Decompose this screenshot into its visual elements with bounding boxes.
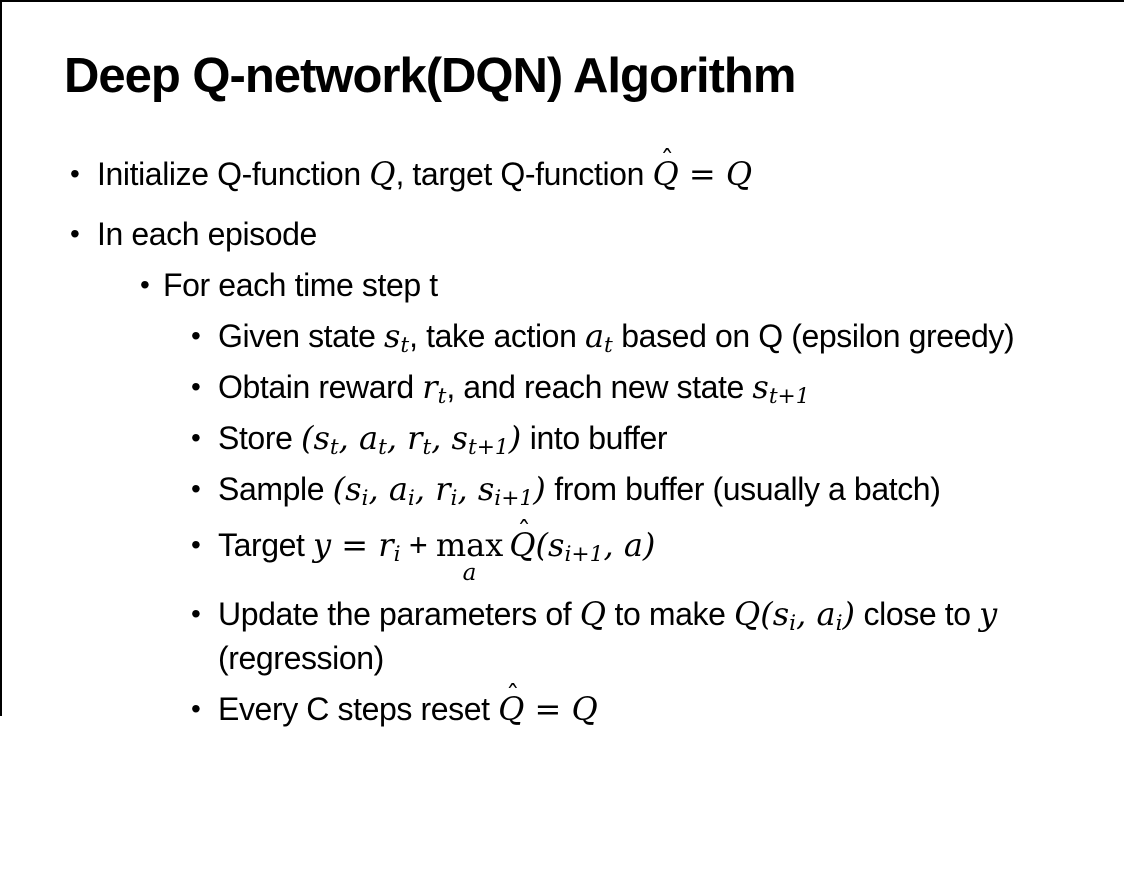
bullet-every-c-steps-reset: Every C steps reset Q = Q: [0, 687, 1105, 731]
bullet-in-each-episode: In each episode: [0, 212, 1105, 256]
slide-border-top: [0, 0, 1124, 2]
slide-border-left: [0, 0, 2, 716]
bullet-for-each-time-step: For each time step t: [0, 263, 1105, 307]
bullet-store-into-buffer: Store (st, at, rt, st+1) into buffer: [0, 416, 1105, 460]
bullet-obtain-reward: Obtain reward rt, and reach new state st…: [0, 365, 1105, 409]
slide-title: Deep Q-network(DQN) Algorithm: [64, 49, 796, 103]
bullet-update-parameters: Update the parameters of Q to make Q(si,…: [0, 592, 1105, 680]
bullet-given-state-take-action: Given state st, take action at based on …: [0, 314, 1105, 358]
bullet-initialize-q-function: Initialize Q-function Q, target Q-functi…: [0, 152, 1105, 196]
bullet-list: Initialize Q-function Q, target Q-functi…: [0, 152, 1105, 731]
bullet-sample-from-buffer: Sample (si, ai, ri, si+1) from buffer (u…: [0, 467, 1105, 511]
